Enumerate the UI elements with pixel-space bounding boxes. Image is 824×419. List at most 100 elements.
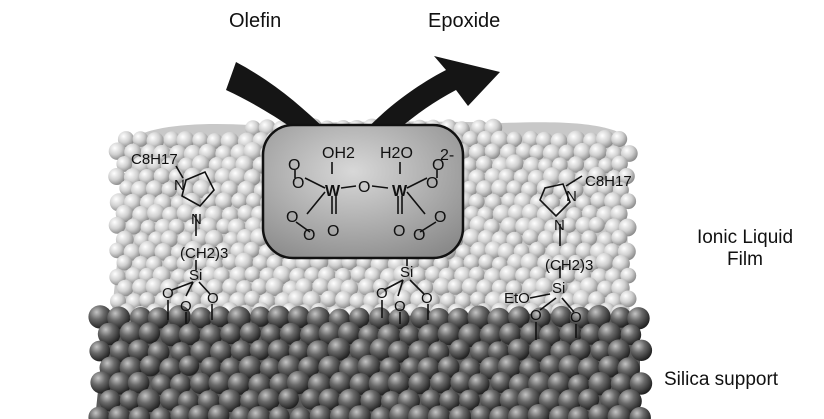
silica-sphere	[470, 341, 493, 364]
silica-sphere	[250, 306, 271, 327]
silica-sphere	[439, 389, 461, 411]
silica-sphere	[88, 406, 110, 419]
silica-sphere	[480, 389, 503, 412]
silica-sphere	[427, 341, 450, 363]
silica-sphere	[327, 337, 351, 361]
right-silicon: Si	[552, 280, 565, 297]
right-peroxo-o2: O	[426, 175, 438, 192]
ionic-liquid-sphere	[478, 254, 495, 270]
silica-sphere	[569, 339, 591, 361]
ionic-liquid-sphere	[176, 204, 195, 223]
left-water-ligand: OH2	[322, 145, 355, 162]
silica-sphere	[449, 339, 470, 360]
silica-support-layer	[88, 305, 653, 419]
middle-o2: O	[394, 298, 406, 315]
ionic-liquid-sphere	[551, 254, 569, 271]
silica-sphere	[489, 406, 512, 419]
silica-sphere	[89, 340, 111, 362]
ionic-liquid-sphere	[320, 290, 337, 307]
ionic-liquid-sphere	[505, 280, 523, 297]
ionic-liquid-sphere	[433, 277, 451, 296]
silica-sphere	[527, 404, 550, 419]
ionic-liquid-sphere	[620, 193, 637, 210]
left-silicon: Si	[189, 267, 202, 284]
silica-sphere	[286, 370, 311, 395]
silica-support-label: Silica support	[664, 369, 779, 390]
silica-sphere	[199, 324, 223, 347]
ionic-liquid-film-label: Ionic Liquid Film	[696, 227, 794, 270]
ionic-liquid-sphere	[595, 252, 614, 271]
silica-sphere	[459, 389, 480, 411]
right-n-top: N	[566, 188, 577, 205]
silica-sphere	[318, 388, 341, 411]
silica-sphere	[427, 405, 451, 419]
ionic-liquid-sphere	[590, 192, 608, 209]
ionic-liquid-sphere	[484, 143, 501, 159]
silica-sphere	[240, 390, 262, 412]
ionic-liquid-sphere	[251, 278, 268, 295]
complex-charge: 2-	[440, 147, 454, 164]
ionic-liquid-sphere	[506, 180, 523, 197]
ionic-liquid-sphere	[619, 290, 637, 308]
ionic-liquid-sphere	[506, 131, 523, 147]
silica-sphere	[590, 340, 612, 362]
silica-sphere	[598, 355, 621, 378]
left-o3: O	[207, 290, 219, 307]
silica-sphere	[558, 355, 582, 379]
silica-sphere	[470, 405, 492, 419]
ionic-liquid-sphere	[169, 145, 187, 163]
ionic-liquid-sphere	[312, 278, 330, 295]
left-o1: O	[162, 285, 174, 302]
ionic-liquid-sphere	[117, 279, 134, 297]
ionic-liquid-sphere	[551, 206, 569, 223]
silica-sphere	[178, 323, 201, 346]
ionic-liquid-sphere	[176, 131, 195, 150]
ionic-liquid-sphere	[611, 229, 628, 246]
left-tungsten: W	[325, 183, 341, 200]
silica-sphere	[160, 323, 183, 347]
ionic-liquid-sphere	[335, 291, 353, 309]
left-n-top: N	[174, 177, 185, 194]
silica-sphere	[569, 306, 592, 329]
silica-sphere	[507, 338, 530, 361]
silica-sphere	[300, 388, 322, 410]
ionic-liquid-sphere	[215, 192, 233, 210]
silica-sphere	[588, 404, 611, 419]
ionic-liquid-sphere	[468, 193, 485, 210]
ionic-liquid-sphere	[171, 268, 187, 285]
ionic-liquid-sphere	[588, 166, 606, 185]
silica-sphere	[357, 354, 381, 378]
ionic-liquid-sphere	[138, 240, 158, 260]
ionic-liquid-sphere	[393, 265, 412, 284]
silica-sphere	[610, 307, 632, 328]
ionic-liquid-sphere	[108, 168, 126, 185]
silica-sphere	[348, 405, 371, 419]
silica-sphere	[287, 306, 311, 329]
ionic-liquid-sphere	[620, 267, 637, 284]
ionic-liquid-sphere	[440, 292, 456, 309]
silica-sphere	[109, 340, 132, 363]
silica-sphere	[290, 407, 311, 419]
ionic-liquid-sphere	[610, 205, 628, 223]
ionic-liquid-sphere	[499, 265, 519, 285]
ionic-liquid-sphere	[552, 229, 569, 246]
ionic-liquid-sphere	[222, 278, 240, 296]
silica-sphere	[138, 322, 161, 344]
ionic-liquid-sphere	[183, 268, 200, 286]
silica-sphere	[629, 406, 651, 419]
silica-sphere	[139, 355, 161, 377]
left-o2: O	[180, 298, 192, 315]
left-peroxo-o1: O	[288, 157, 300, 174]
ionic-liquid-sphere	[558, 144, 575, 161]
ionic-liquid-sphere	[147, 203, 166, 223]
ionic-liquid-sphere	[216, 218, 232, 234]
bridging-oxygen: O	[358, 179, 370, 196]
right-peroxo-o3: O	[434, 209, 446, 226]
silica-sphere	[528, 338, 552, 362]
ionic-liquid-sphere	[205, 229, 223, 248]
ionic-liquid-sphere	[515, 143, 533, 160]
ionic-liquid-sphere	[611, 155, 628, 172]
silica-sphere	[587, 305, 611, 329]
silica-sphere	[567, 406, 590, 419]
right-o2: O	[570, 309, 582, 326]
